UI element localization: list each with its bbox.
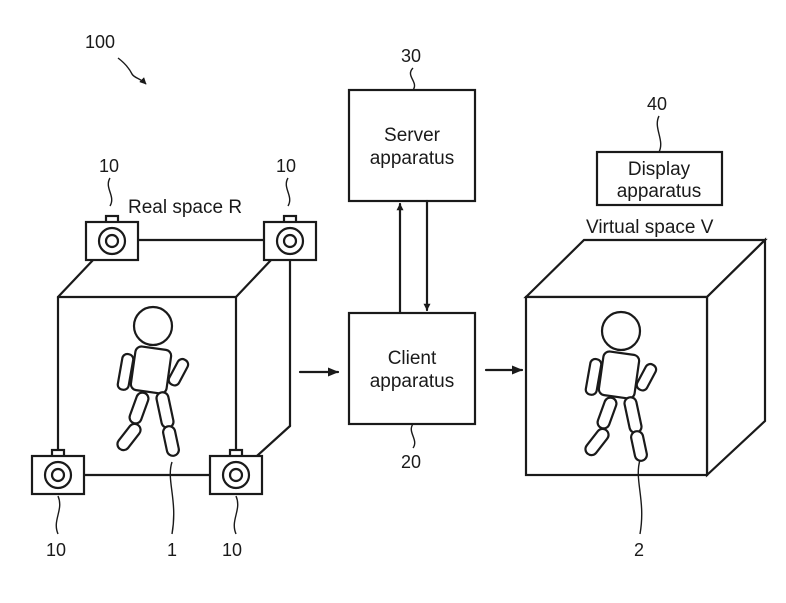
figure-ref-100: 100: [85, 32, 115, 52]
server-ref-label: 30: [401, 46, 421, 66]
camera-ref-leader: [56, 496, 59, 534]
display-ref-label: 40: [647, 94, 667, 114]
avatar-ref-label: 2: [634, 540, 644, 560]
server-label-line2: apparatus: [370, 148, 455, 169]
server-ref-leader: [410, 68, 414, 90]
server-label-line1: Server: [384, 125, 441, 146]
virtual-space-label: Virtual space V: [586, 217, 714, 238]
camera-ref-label: 10: [222, 540, 242, 560]
camera-ref-label: 10: [276, 156, 296, 176]
display-ref-leader: [657, 116, 660, 152]
figure-ref-arrow: [118, 58, 146, 84]
camera-top-right: [264, 216, 316, 260]
camera-ref-label: 10: [46, 540, 66, 560]
display-label-line2: apparatus: [617, 181, 702, 202]
client-ref-label: 20: [401, 452, 421, 472]
real-space-label: Real space R: [128, 197, 242, 218]
camera-top-left: [86, 216, 138, 260]
person-ref-leader: [170, 462, 173, 534]
camera-ref-leader: [286, 178, 289, 206]
camera-bottom-right: [210, 450, 262, 494]
client-label-line1: Client: [388, 348, 437, 369]
camera-bottom-left: [32, 450, 84, 494]
display-label-line1: Display: [628, 159, 691, 180]
person-figure: [115, 307, 190, 457]
camera-ref-leader: [234, 496, 237, 534]
camera-ref-leader: [108, 178, 111, 206]
camera-ref-label: 10: [99, 156, 119, 176]
virtual-space-cube: [526, 240, 765, 475]
client-ref-leader: [411, 424, 414, 448]
person-ref-label: 1: [167, 540, 177, 560]
client-label-line2: apparatus: [370, 371, 455, 392]
